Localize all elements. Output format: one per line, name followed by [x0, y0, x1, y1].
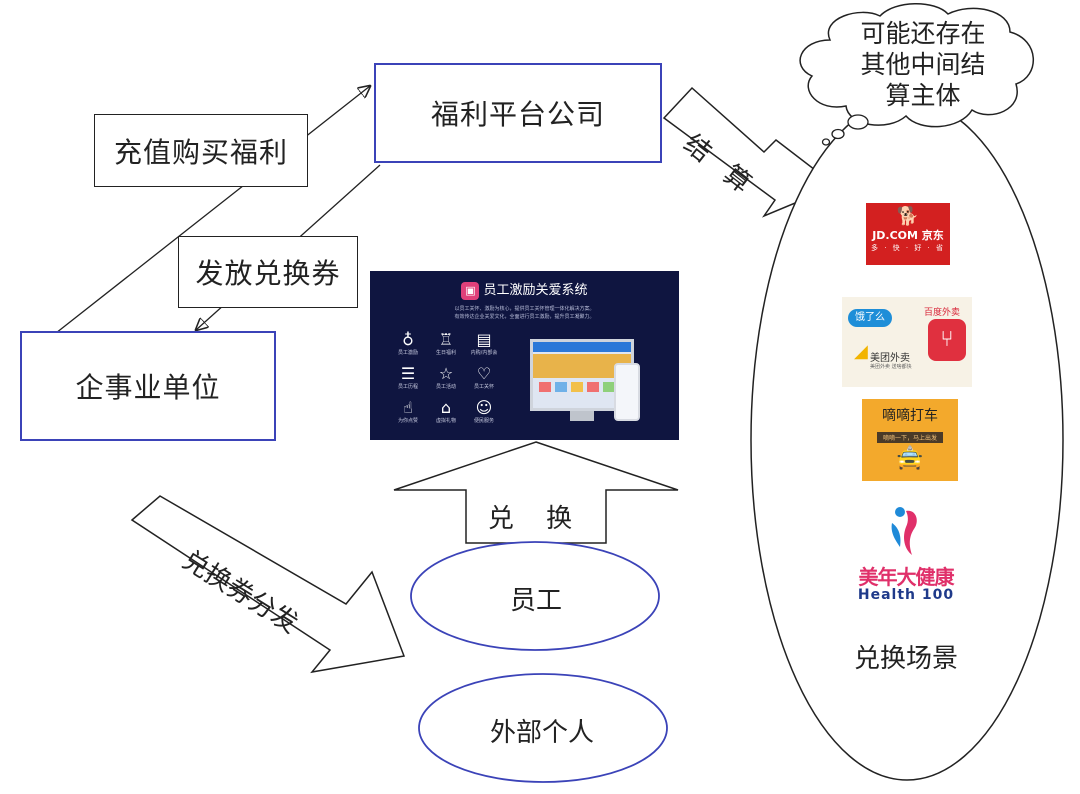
employee-text: 员工	[510, 586, 563, 616]
jd-logo: 🐕 JD.COM 京东 多 · 快 · 好 · 省	[866, 203, 950, 265]
didi-title: 嘀嘀打车	[882, 408, 938, 424]
food-delivery-logos: 饿了么 百度外卖 ⑂ ◢ 美团外卖 美团外卖 送啥都快	[842, 297, 972, 387]
system-logo-icon: ▣	[461, 281, 480, 300]
health-figure-icon	[891, 507, 917, 555]
thumbs-up-icon: ☝	[403, 398, 413, 417]
recharge-line	[55, 86, 370, 334]
cloud-bubble-3	[821, 138, 831, 146]
didi-tag: 嘀嘀一下，马上出发	[876, 432, 943, 443]
cake-icon: ♖	[438, 330, 454, 349]
platform-label: 福利平台公司	[430, 98, 605, 131]
feature-care: ♡ 员工关怀	[466, 364, 502, 391]
health100-logo: 美年大健康 Health 100	[850, 505, 962, 605]
issue-box: 发放兑换券	[178, 236, 358, 308]
card-icon: ▤	[476, 330, 492, 349]
system-desc-2: 有效传达企业关爱文化，全面进行员工激励，提升员工凝聚力。	[454, 314, 595, 320]
feature-label: 虚拟礼物	[435, 418, 456, 424]
external-label: 外部个人	[490, 712, 594, 749]
enterprise-label: 企事业单位	[75, 371, 221, 404]
cloud-bubble-1	[847, 114, 869, 130]
feature-label: 为你点赞	[397, 418, 418, 424]
feature-incentive: ♁ 员工激励	[390, 330, 426, 357]
jd-dog-icon: 🐕	[896, 206, 920, 227]
health-cn: 美年大健康	[850, 561, 962, 590]
external-text: 外部个人	[490, 718, 595, 748]
cloud-bubble-2	[831, 128, 845, 140]
feature-label: 内购/内部会	[470, 350, 498, 356]
scenario-label: 兑换场景	[854, 638, 958, 675]
employee-ellipse	[410, 541, 660, 651]
ele-logo: 饿了么	[848, 309, 892, 327]
gift-icon: ⌂	[440, 398, 452, 417]
phone-illustration	[614, 363, 640, 421]
fork-knife-icon: ⑂	[928, 319, 966, 361]
star-icon: ☆	[438, 364, 454, 383]
meituan-label: 美团外卖	[870, 353, 910, 364]
taxi-icon: 🚖	[896, 446, 924, 471]
redeem-arrow-label: 兑 换	[466, 490, 606, 543]
feature-activity: ☆ 员工活动	[428, 364, 464, 391]
feature-like: ☝ 为你点赞	[390, 398, 426, 425]
system-title: 员工激励关爱系统	[483, 283, 588, 298]
health-en: Health 100	[857, 587, 955, 603]
feature-history: ☰ 员工历程	[390, 364, 426, 391]
system-header: ▣员工激励关爱系统	[370, 279, 679, 300]
feature-birthday: ♖ 生日福利	[428, 330, 464, 357]
heart-icon: ♡	[476, 364, 492, 383]
redeem-text: 兑 换	[487, 504, 585, 534]
feature-gift: ⌂ 虚拟礼物	[428, 398, 464, 425]
kangaroo-icon: ◢	[854, 341, 868, 362]
feature-label: 便民服务	[473, 418, 494, 424]
scenario-text: 兑换场景	[854, 644, 959, 674]
medal-icon: ♁	[402, 330, 414, 349]
feature-label: 员工关怀	[473, 384, 494, 390]
feature-label: 生日福利	[435, 350, 456, 356]
feature-label: 员工活动	[435, 384, 456, 390]
employee-label: 员工	[510, 580, 562, 617]
issue-label: 发放兑换券	[195, 257, 341, 290]
cloud-text: 可能还存在其他中间结算主体	[860, 19, 986, 110]
system-screenshot: ▣员工激励关爱系统 以员工关怀、激励为核心，提供员工关怀管理一体化解决方案。 有…	[370, 271, 679, 440]
meituan-slogan: 美团外卖 送啥都快	[870, 364, 912, 370]
jd-brand: JD.COM 京东	[872, 229, 944, 242]
health-cn-text: 美年大健康	[858, 565, 955, 589]
didi-logo: 嘀嘀打车 嘀嘀一下，马上出发 🚖	[862, 399, 958, 481]
jd-slogan: 多 · 快 · 好 · 省	[870, 244, 946, 252]
distribute-arrow-shape	[130, 495, 406, 674]
list-icon: ☰	[400, 364, 416, 383]
external-ellipse	[418, 673, 668, 783]
smile-icon: ☺	[475, 398, 493, 417]
feature-label: 员工历程	[397, 384, 418, 390]
recharge-label: 充值购买福利	[113, 135, 288, 169]
cloud-label: 可能还存在其他中间结算主体	[852, 18, 994, 111]
enterprise-box: 企事业单位	[20, 331, 276, 441]
feature-label: 员工激励	[397, 350, 418, 356]
monitor-illustration	[530, 339, 634, 411]
platform-box: 福利平台公司	[374, 63, 662, 163]
settle-arrow-shape	[662, 86, 838, 218]
feature-internal: ▤ 内购/内部会	[466, 330, 502, 357]
system-desc-1: 以员工关怀、激励为核心，提供员工关怀管理一体化解决方案。	[454, 306, 595, 312]
baidu-label: 百度外卖	[924, 308, 961, 318]
recharge-box: 充值购买福利	[94, 114, 308, 187]
feature-service: ☺ 便民服务	[466, 398, 502, 425]
cloud-shape	[799, 3, 1034, 128]
monitor-stand	[570, 411, 594, 421]
